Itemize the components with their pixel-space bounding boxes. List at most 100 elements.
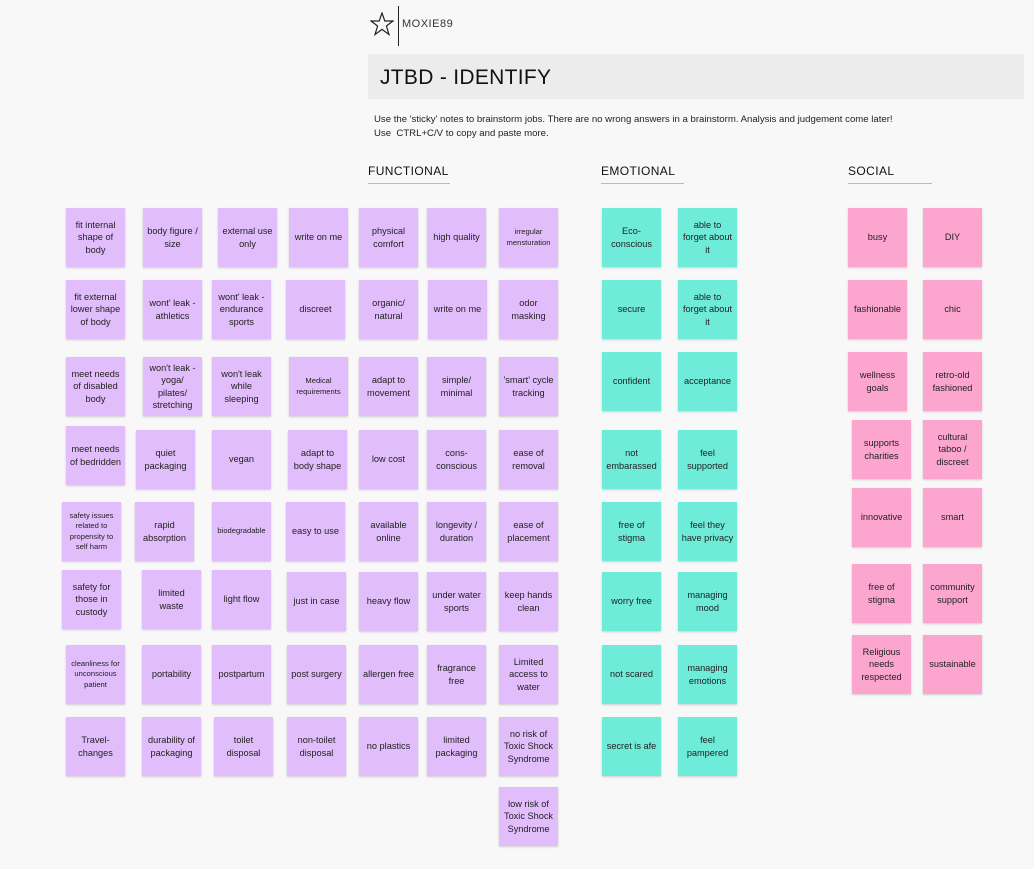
emotional-sticky-note[interactable]: acceptance	[678, 352, 737, 411]
instructions: Use the 'sticky' notes to brainstorm job…	[374, 113, 893, 140]
social-sticky-note[interactable]: cultural taboo / discreet	[923, 420, 982, 479]
instructions-line-2: Use CTRL+C/V to copy and paste more.	[374, 127, 549, 139]
functional-sticky-note[interactable]: heavy flow	[359, 572, 418, 631]
moxie89-logo: MOXIE89	[370, 6, 470, 46]
functional-sticky-note[interactable]: discreet	[286, 280, 345, 339]
social-sticky-note[interactable]: sustainable	[923, 635, 982, 694]
emotional-sticky-note[interactable]: worry free	[602, 572, 661, 631]
social-sticky-note[interactable]: fashionable	[848, 280, 907, 339]
emotional-sticky-note[interactable]: managing mood	[678, 572, 737, 631]
emotional-sticky-note[interactable]: confident	[602, 352, 661, 411]
social-sticky-note[interactable]: retro-old fashioned	[923, 352, 982, 411]
social-sticky-note[interactable]: chic	[923, 280, 982, 339]
social-underline	[848, 183, 932, 184]
functional-sticky-note[interactable]: non-toilet disposal	[287, 717, 346, 776]
functional-sticky-note[interactable]: write on me	[428, 280, 487, 339]
functional-heading: FUNCTIONAL	[368, 164, 450, 184]
functional-sticky-note[interactable]: limited packaging	[427, 717, 486, 776]
functional-sticky-note[interactable]: post surgery	[287, 645, 346, 704]
functional-sticky-note[interactable]: no plastics	[359, 717, 418, 776]
functional-sticky-note[interactable]: longevity / duration	[427, 502, 486, 561]
functional-sticky-note[interactable]: low risk of Toxic Shock Syndrome	[499, 787, 558, 846]
emotional-sticky-note[interactable]: Eco- conscious	[602, 208, 661, 267]
functional-sticky-note[interactable]: wont' leak - endurance sports	[212, 280, 271, 339]
instructions-line-1: Use the 'sticky' notes to brainstorm job…	[374, 114, 893, 125]
functional-sticky-note[interactable]: 'smart' cycle tracking	[499, 357, 558, 416]
functional-sticky-note[interactable]: meet needs of disabled body	[66, 357, 125, 416]
functional-sticky-note[interactable]: under water sports	[427, 572, 486, 631]
functional-sticky-note[interactable]: body figure / size	[143, 208, 202, 267]
social-sticky-note[interactable]: Religious needs respected	[852, 635, 911, 694]
functional-sticky-note[interactable]: simple/ minimal	[427, 357, 486, 416]
functional-sticky-note[interactable]: external use only	[218, 208, 277, 267]
functional-sticky-note[interactable]: safety issues related to propensity to s…	[62, 502, 121, 561]
functional-sticky-note[interactable]: cons- conscious	[427, 430, 486, 489]
functional-sticky-note[interactable]: high quality	[427, 208, 486, 267]
functional-sticky-note[interactable]: organic/ natural	[359, 280, 418, 339]
functional-sticky-note[interactable]: wont' leak - athletics	[143, 280, 202, 339]
social-sticky-note[interactable]: wellness goals	[848, 352, 907, 411]
emotional-sticky-note[interactable]: free of stigma	[602, 502, 661, 561]
emotional-underline	[601, 183, 684, 184]
emotional-sticky-note[interactable]: secure	[602, 280, 661, 339]
functional-sticky-note[interactable]: durability of packaging	[142, 717, 201, 776]
functional-sticky-note[interactable]: no risk of Toxic Shock Syndrome	[499, 717, 558, 776]
functional-sticky-note[interactable]: physical comfort	[359, 208, 418, 267]
functional-sticky-note[interactable]: fragrance free	[427, 645, 486, 704]
functional-sticky-note[interactable]: light flow	[212, 570, 271, 629]
emotional-sticky-note[interactable]: feel supported	[678, 430, 737, 489]
functional-sticky-note[interactable]: Limited access to water	[499, 645, 558, 704]
functional-sticky-note[interactable]: postpartum	[212, 645, 271, 704]
functional-sticky-note[interactable]: available online	[359, 502, 418, 561]
page-title: JTBD - IDENTIFY	[380, 66, 552, 89]
functional-sticky-note[interactable]: adapt to movement	[359, 357, 418, 416]
emotional-sticky-note[interactable]: feel pampered	[678, 717, 737, 776]
functional-sticky-note[interactable]: just in case	[287, 572, 346, 631]
functional-sticky-note[interactable]: toilet disposal	[214, 717, 273, 776]
functional-sticky-note[interactable]: fit external lower shape of body	[66, 280, 125, 339]
functional-sticky-note[interactable]: odor masking	[499, 280, 558, 339]
emotional-sticky-note[interactable]: able to forget about it	[678, 208, 737, 267]
emotional-sticky-note[interactable]: not embarassed	[602, 430, 661, 489]
functional-sticky-note[interactable]: easy to use	[286, 502, 345, 561]
functional-heading-label: FUNCTIONAL	[368, 164, 449, 178]
social-sticky-note[interactable]: innovative	[852, 488, 911, 547]
functional-sticky-note[interactable]: meet needs of bedridden	[66, 426, 125, 485]
functional-sticky-note[interactable]: portability	[142, 645, 201, 704]
social-sticky-note[interactable]: supports charities	[852, 420, 911, 479]
functional-sticky-note[interactable]: fit internal shape of body	[66, 208, 125, 267]
functional-sticky-note[interactable]: won't leak - yoga/ pilates/ stretching	[143, 357, 202, 416]
functional-sticky-note[interactable]: adapt to body shape	[288, 430, 347, 489]
emotional-sticky-note[interactable]: secret is afe	[602, 717, 661, 776]
functional-sticky-note[interactable]: keep hands clean	[499, 572, 558, 631]
functional-sticky-note[interactable]: ease of removal	[499, 430, 558, 489]
functional-sticky-note[interactable]: allergen free	[359, 645, 418, 704]
functional-sticky-note[interactable]: ease of placement	[499, 502, 558, 561]
title-bar: JTBD - IDENTIFY	[368, 54, 1024, 99]
functional-sticky-note[interactable]: limited waste	[142, 570, 201, 629]
social-sticky-note[interactable]: busy	[848, 208, 907, 267]
functional-sticky-note[interactable]: irregular mensturation	[499, 208, 558, 267]
star-icon	[370, 12, 394, 36]
social-sticky-note[interactable]: free of stigma	[852, 564, 911, 623]
functional-sticky-note[interactable]: write on me	[289, 208, 348, 267]
functional-sticky-note[interactable]: safety for those in custody	[62, 570, 121, 629]
emotional-sticky-note[interactable]: managing emotions	[678, 645, 737, 704]
functional-sticky-note[interactable]: rapid absorption	[135, 502, 194, 561]
emotional-sticky-note[interactable]: not scared	[602, 645, 661, 704]
functional-sticky-note[interactable]: Medical requirements	[289, 357, 348, 416]
social-sticky-note[interactable]: DIY	[923, 208, 982, 267]
emotional-sticky-note[interactable]: feel they have privacy	[678, 502, 737, 561]
emotional-sticky-note[interactable]: able to forget about it	[678, 280, 737, 339]
functional-sticky-note[interactable]: Travel- changes	[66, 717, 125, 776]
functional-sticky-note[interactable]: quiet packaging	[136, 430, 195, 489]
social-sticky-note[interactable]: community support	[923, 564, 982, 623]
functional-sticky-note[interactable]: low cost	[359, 430, 418, 489]
functional-sticky-note[interactable]: won't leak while sleeping	[212, 357, 271, 416]
functional-sticky-note[interactable]: vegan	[212, 430, 271, 489]
functional-sticky-note[interactable]: cleanliness for unconscious patient	[66, 645, 125, 704]
social-heading-label: SOCIAL	[848, 164, 895, 178]
brand-name: MOXIE89	[402, 18, 454, 30]
functional-sticky-note[interactable]: biodegradable	[212, 502, 271, 561]
social-sticky-note[interactable]: smart	[923, 488, 982, 547]
